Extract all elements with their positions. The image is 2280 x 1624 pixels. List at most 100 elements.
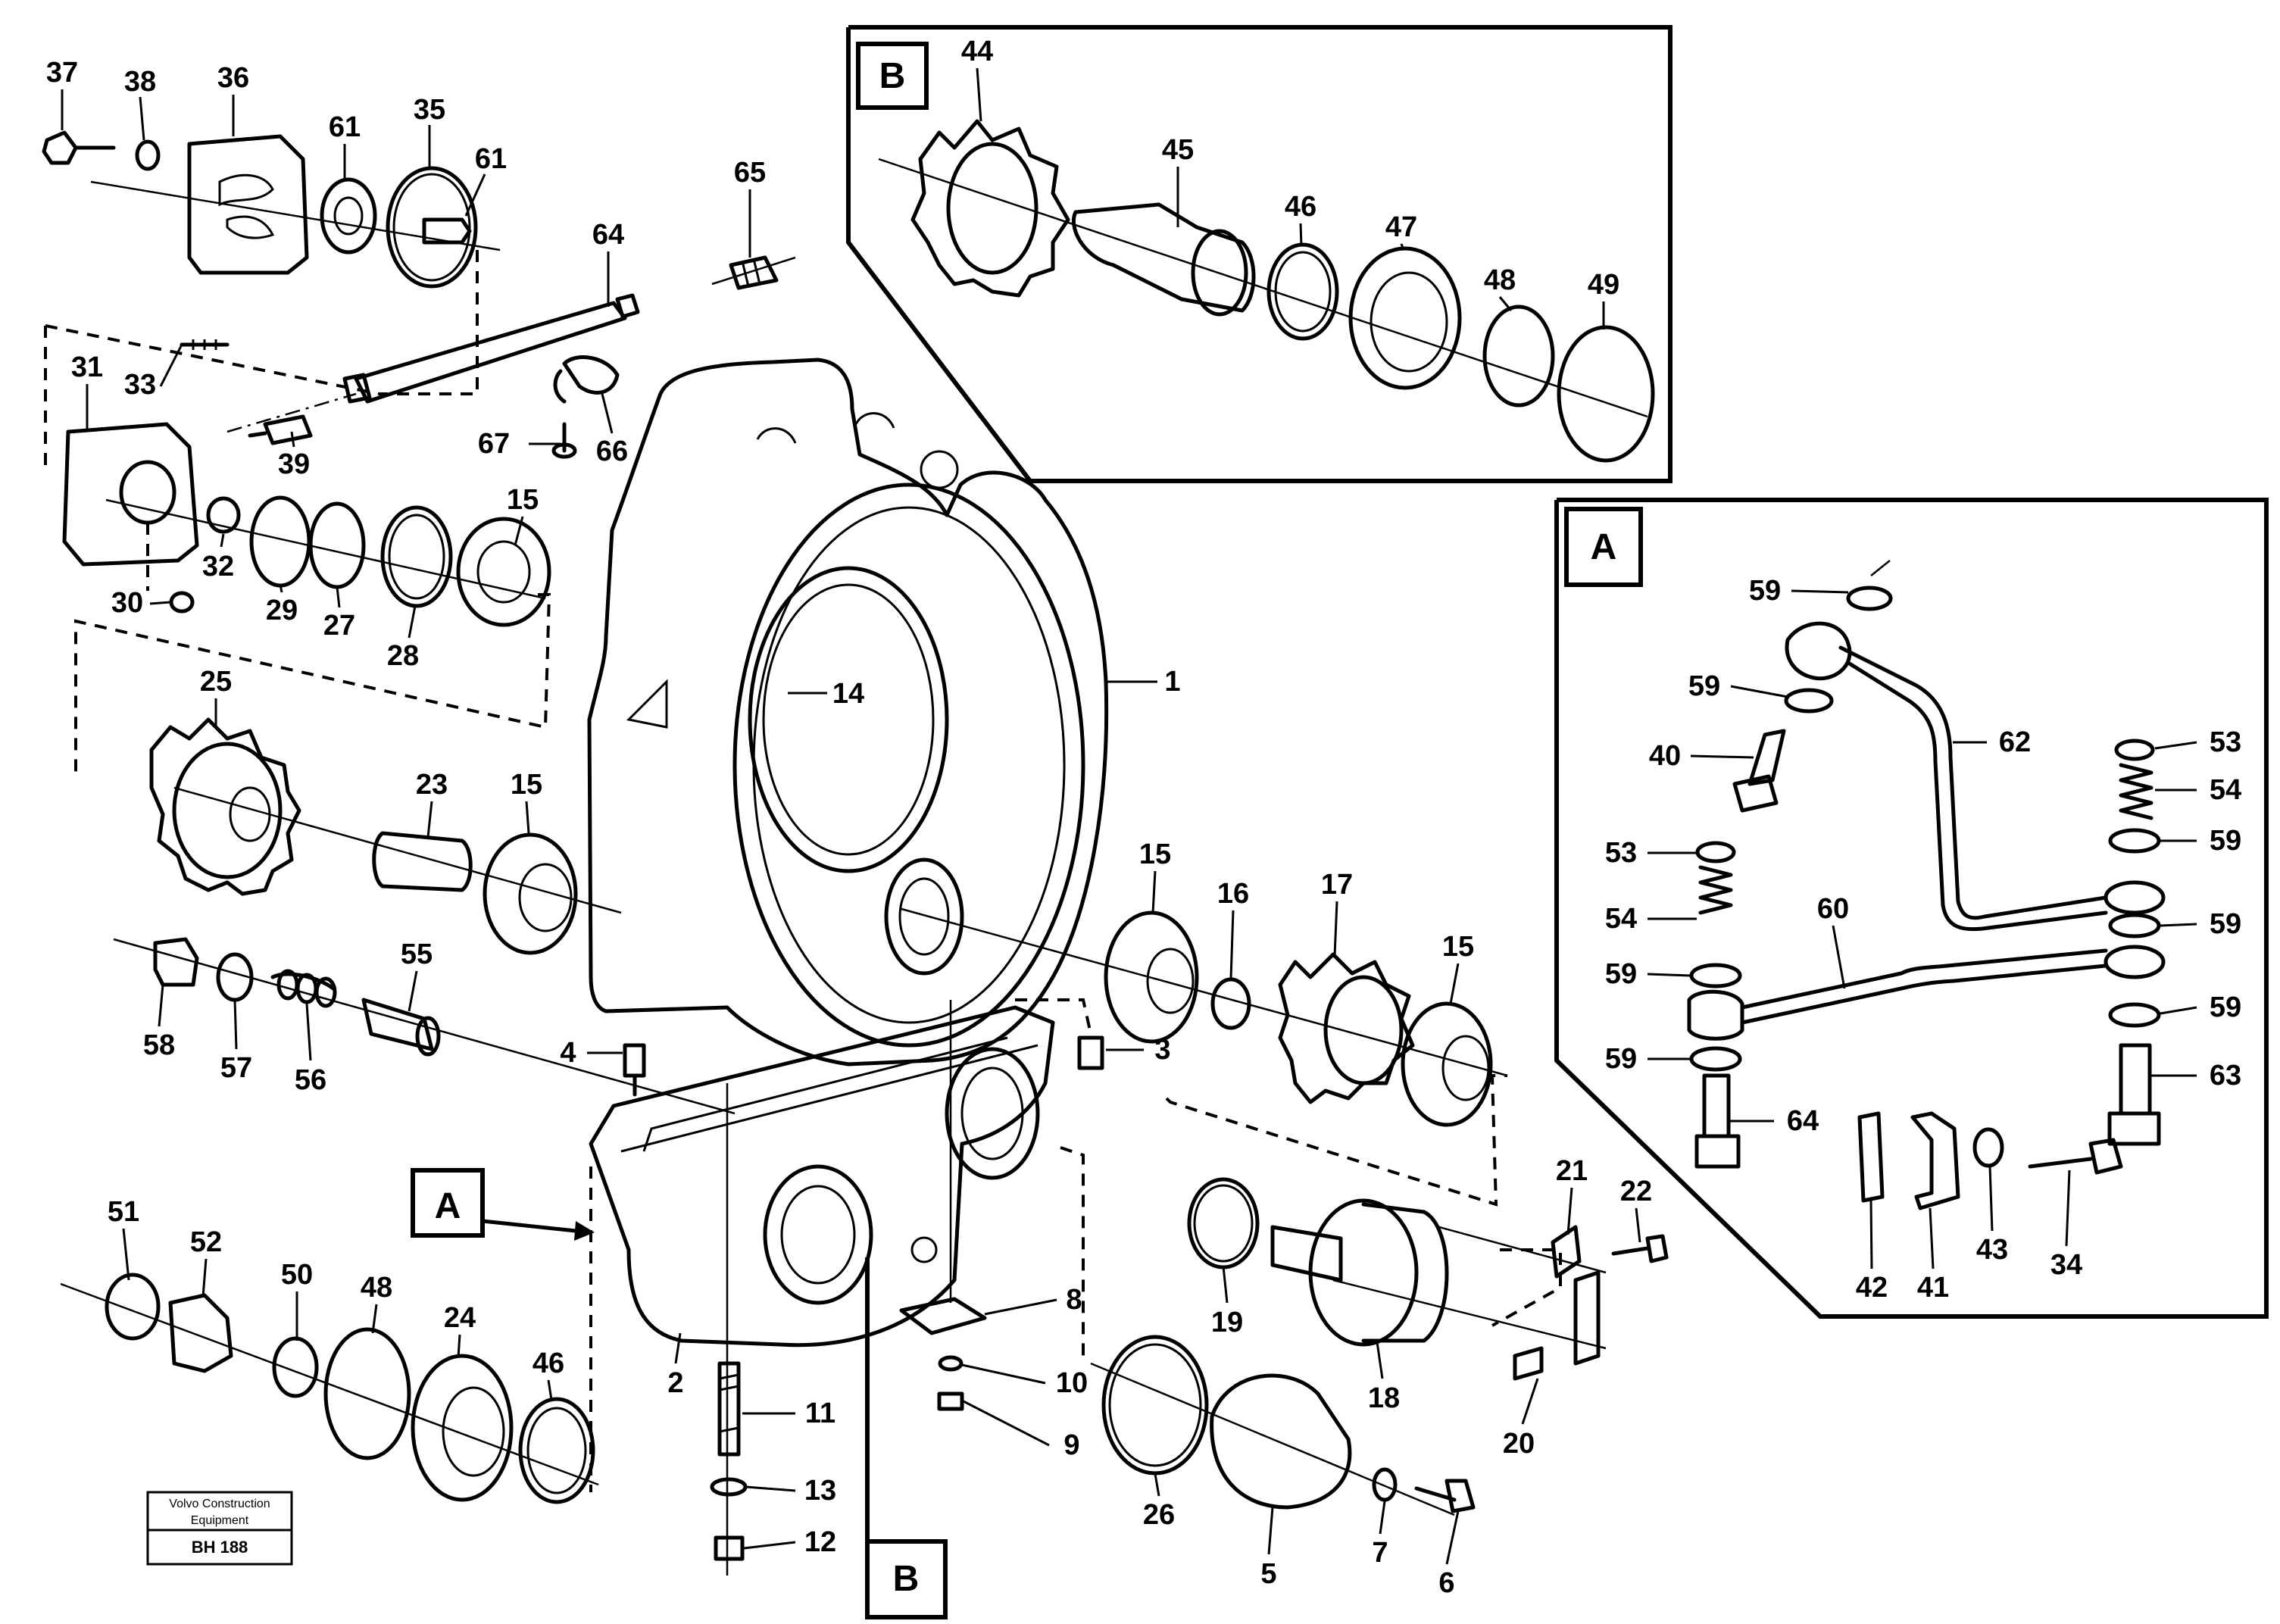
- part-label: 11: [805, 1398, 835, 1429]
- part-label: 57: [220, 1052, 252, 1084]
- part-label: 14: [832, 678, 864, 710]
- part-label: 24: [444, 1302, 476, 1334]
- part-label: 12: [804, 1526, 836, 1558]
- part-label: 48: [361, 1272, 392, 1304]
- part-65-fitting: [711, 255, 796, 290]
- detail-b-parts: [878, 119, 1655, 463]
- detail-b-frame: B: [846, 25, 1673, 483]
- part-label: 21: [1556, 1155, 1588, 1187]
- part-label: 42: [1856, 1272, 1888, 1304]
- filter-group: [113, 937, 736, 1115]
- bearing-group-upper-left: [44, 324, 551, 627]
- part-label: 20: [1503, 1428, 1535, 1460]
- part-label: 23: [416, 769, 448, 801]
- bearing-group-lower-left: [60, 1166, 599, 1504]
- part-label: 40: [1649, 740, 1681, 772]
- part-label: 54: [1605, 903, 1637, 935]
- part-label: 25: [200, 666, 232, 698]
- part-label: 49: [1588, 269, 1619, 301]
- part-labels: 37 38 36 61 35 61 65 64 31 33 39 67 66 1…: [46, 36, 2241, 1599]
- part-label: 13: [804, 1475, 836, 1507]
- part-label: 59: [1605, 1043, 1637, 1075]
- part-label: 33: [124, 369, 156, 401]
- part-label: 53: [2210, 726, 2241, 758]
- callout-tag-a-main: A: [435, 1186, 461, 1226]
- part-label: 64: [1787, 1105, 1819, 1137]
- part-label: 34: [2050, 1249, 2082, 1281]
- callout-b-main: B: [865, 1257, 948, 1619]
- part-label: 36: [217, 62, 249, 94]
- part-label: 15: [1442, 931, 1474, 963]
- cover-assembly-top-left: [42, 130, 501, 395]
- part-label: 41: [1917, 1272, 1949, 1304]
- part-label: 46: [533, 1348, 564, 1379]
- drain-group: [710, 1000, 987, 1576]
- part-label: 59: [2210, 992, 2241, 1023]
- part-label: 27: [323, 610, 355, 642]
- part-label: 59: [2210, 825, 2241, 857]
- part-label: 4: [560, 1037, 576, 1069]
- part-label: 22: [1620, 1176, 1652, 1207]
- part-label: 50: [281, 1259, 313, 1291]
- part-label: 59: [1605, 958, 1637, 990]
- part-label: 52: [190, 1226, 222, 1258]
- part-label: 38: [124, 66, 156, 98]
- callout-tag-b-inset: B: [879, 56, 906, 96]
- part-label: 47: [1385, 211, 1417, 243]
- part-label: 35: [414, 94, 445, 126]
- part-label: 32: [202, 551, 234, 582]
- part-label: 66: [596, 436, 628, 467]
- part-label: 28: [387, 640, 419, 672]
- part-label: 63: [2210, 1060, 2241, 1092]
- part-label: 59: [1749, 575, 1781, 607]
- part-label: 44: [961, 36, 993, 67]
- housing-upper: [587, 358, 1109, 1067]
- part-label: 29: [266, 595, 298, 626]
- part-label: 43: [1976, 1234, 2008, 1266]
- part-label: 59: [1688, 670, 1720, 702]
- gear-25-group: [74, 593, 622, 955]
- part-label: 18: [1368, 1382, 1400, 1414]
- stamp-code: BH 188: [192, 1538, 248, 1557]
- cover-5-group: [1060, 1146, 1476, 1516]
- callout-tag-a-inset: A: [1591, 527, 1617, 567]
- part-label: 15: [511, 769, 542, 801]
- part-label: 3: [1154, 1034, 1170, 1066]
- pins-3-4: [623, 998, 1104, 1097]
- callout-a-main: A: [411, 1168, 595, 1241]
- housing-lower: [589, 1005, 1055, 1348]
- part-label: 53: [1605, 837, 1637, 869]
- stamp-line-1: Volvo Construction: [169, 1498, 270, 1510]
- part-label: 45: [1162, 134, 1194, 166]
- part-label: 59: [2210, 908, 2241, 940]
- part-label: 37: [46, 57, 78, 89]
- part-64-pipe: [180, 293, 640, 445]
- part-label: 26: [1143, 1499, 1175, 1531]
- part-label: 62: [1999, 726, 2031, 758]
- part-label: 58: [143, 1029, 175, 1061]
- part-label: 61: [329, 111, 361, 143]
- part-label: 6: [1438, 1567, 1454, 1599]
- part-label: 48: [1484, 264, 1516, 296]
- part-label: 5: [1260, 1558, 1276, 1590]
- detail-a-parts: [1687, 560, 2166, 1210]
- part-label: 46: [1285, 191, 1316, 223]
- part-label: 2: [667, 1367, 683, 1399]
- part-label: 60: [1817, 893, 1849, 925]
- part-label: 1: [1164, 666, 1180, 698]
- part-label: 61: [475, 143, 507, 175]
- part-label: 39: [278, 448, 310, 480]
- part-label: 17: [1321, 869, 1353, 901]
- output-shaft-group: [901, 907, 1508, 1207]
- part-label: 31: [71, 351, 103, 383]
- part-label: 51: [108, 1196, 139, 1228]
- flange-18-group: [1187, 1177, 1669, 1381]
- part-label: 55: [401, 938, 433, 970]
- part-label: 15: [1139, 839, 1171, 870]
- part-label: 19: [1211, 1307, 1243, 1338]
- part-label: 7: [1372, 1537, 1388, 1569]
- callout-tag-b-main: B: [893, 1559, 920, 1599]
- part-label: 8: [1066, 1284, 1082, 1316]
- part-label: 65: [734, 157, 766, 189]
